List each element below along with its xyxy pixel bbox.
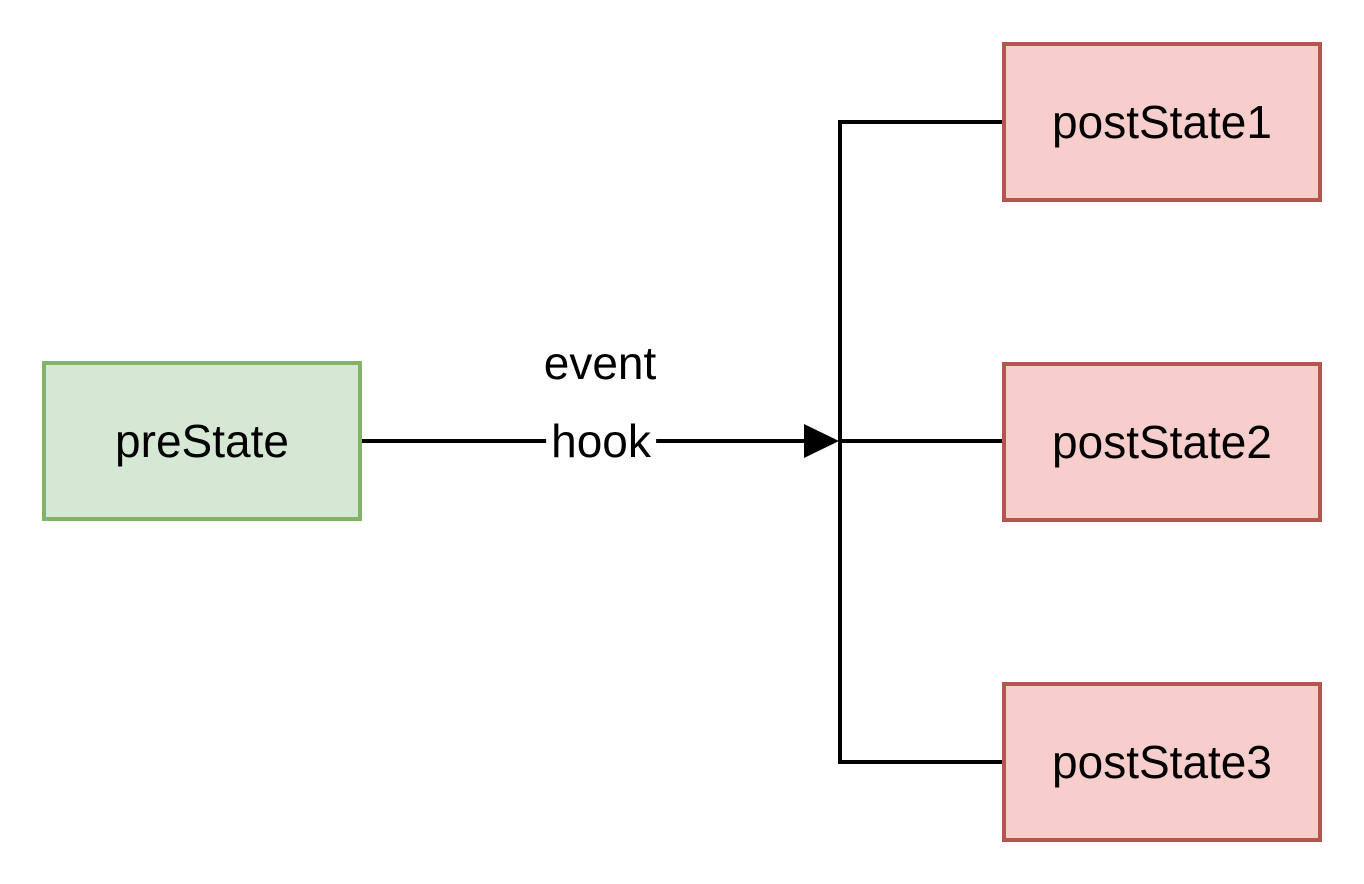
node-poststate1-label: postState1: [1052, 96, 1272, 148]
arrowhead-icon: [804, 424, 839, 458]
node-prestate-label: preState: [115, 415, 289, 467]
node-poststate1: postState1: [1002, 42, 1322, 202]
node-poststate2-label: postState2: [1052, 416, 1272, 468]
node-poststate3-label: postState3: [1052, 736, 1272, 788]
node-poststate2: postState2: [1002, 362, 1322, 522]
node-poststate3: postState3: [1002, 682, 1322, 842]
edge-label-event: event: [543, 337, 657, 389]
edge-label-hook: hook: [546, 414, 656, 468]
node-prestate: preState: [42, 361, 362, 521]
